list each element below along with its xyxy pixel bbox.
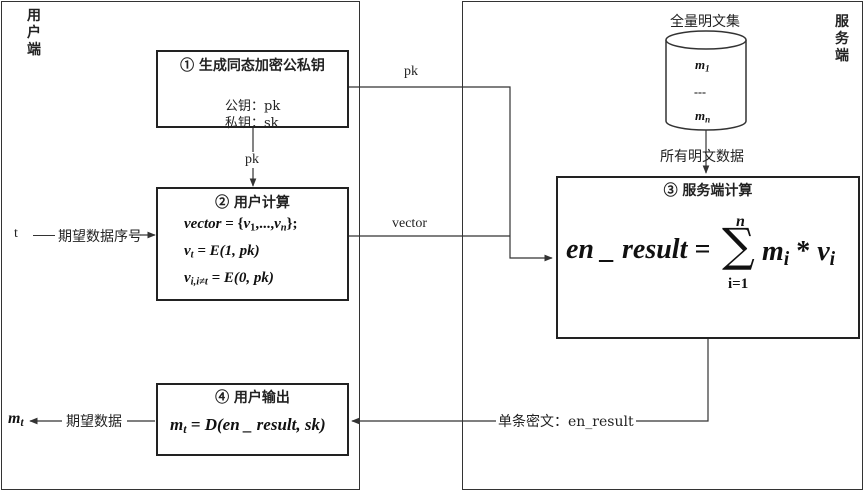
keygen-title: ① 生成同态加密公私钥 (180, 58, 325, 74)
database-item-dots: --- (694, 85, 706, 99)
ciphertext-label: 单条密文：en_result (496, 411, 636, 431)
output-desc-label: 期望数据 (66, 414, 122, 430)
decryption-formula: mt = D(en _ result, sk) (170, 415, 326, 436)
result-return-line (351, 338, 709, 425)
input-t-label: t (14, 226, 18, 241)
database-caption: 所有明文数据 (660, 149, 744, 165)
vector-definition: vector = {v1,...,vn}; (184, 216, 298, 234)
sum-term: mi * vi (762, 236, 836, 270)
user-output-title: ④ 用户输出 (215, 390, 290, 406)
output-m-label: mt (8, 410, 24, 429)
database-item-first: m1 (695, 57, 710, 74)
server-compute-title: ③ 服务端计算 (663, 183, 753, 199)
database-cylinder (665, 30, 747, 131)
user-compute-box: ② 用户计算 vector = {v1,...,vn}; vt = E(1, p… (156, 187, 349, 301)
input-dash (33, 235, 55, 236)
sum-upper: n (736, 213, 745, 230)
user-compute-title: ② 用户计算 (215, 195, 290, 211)
database-item-last: mn (695, 108, 711, 125)
en-result-lhs: en _ result = (566, 234, 711, 265)
sum-lower: i=1 (728, 276, 749, 292)
keygen-box: ① 生成同态加密公私钥 公钥：pk 私钥：sk (156, 50, 349, 131)
public-key-text: 公钥：pk (225, 99, 281, 114)
vector-label: vector (392, 216, 427, 231)
server-panel-label: 服 务 端 (835, 14, 849, 64)
vt-encryption: vt = E(1, pk) (184, 243, 260, 261)
sum-sign: ∑ (722, 218, 755, 272)
server-compute-box: ③ 服务端计算 en _ result = n ∑ i=1 mi * vi (556, 176, 860, 339)
database-title: 全量明文集 (670, 14, 740, 30)
pk-down-label: pk (244, 152, 260, 168)
private-key-text: 私钥：sk (225, 116, 279, 131)
pk-to-server-line (348, 86, 553, 262)
pk-to-server-label: pk (404, 64, 418, 79)
user-output-box: ④ 用户输出 mt = D(en _ result, sk) (156, 383, 349, 456)
client-panel-label: 用 户 端 (27, 8, 41, 58)
input-desc-label: 期望数据序号 (58, 229, 142, 245)
vi-encryption: vi,i≠t = E(0, pk) (184, 270, 274, 288)
